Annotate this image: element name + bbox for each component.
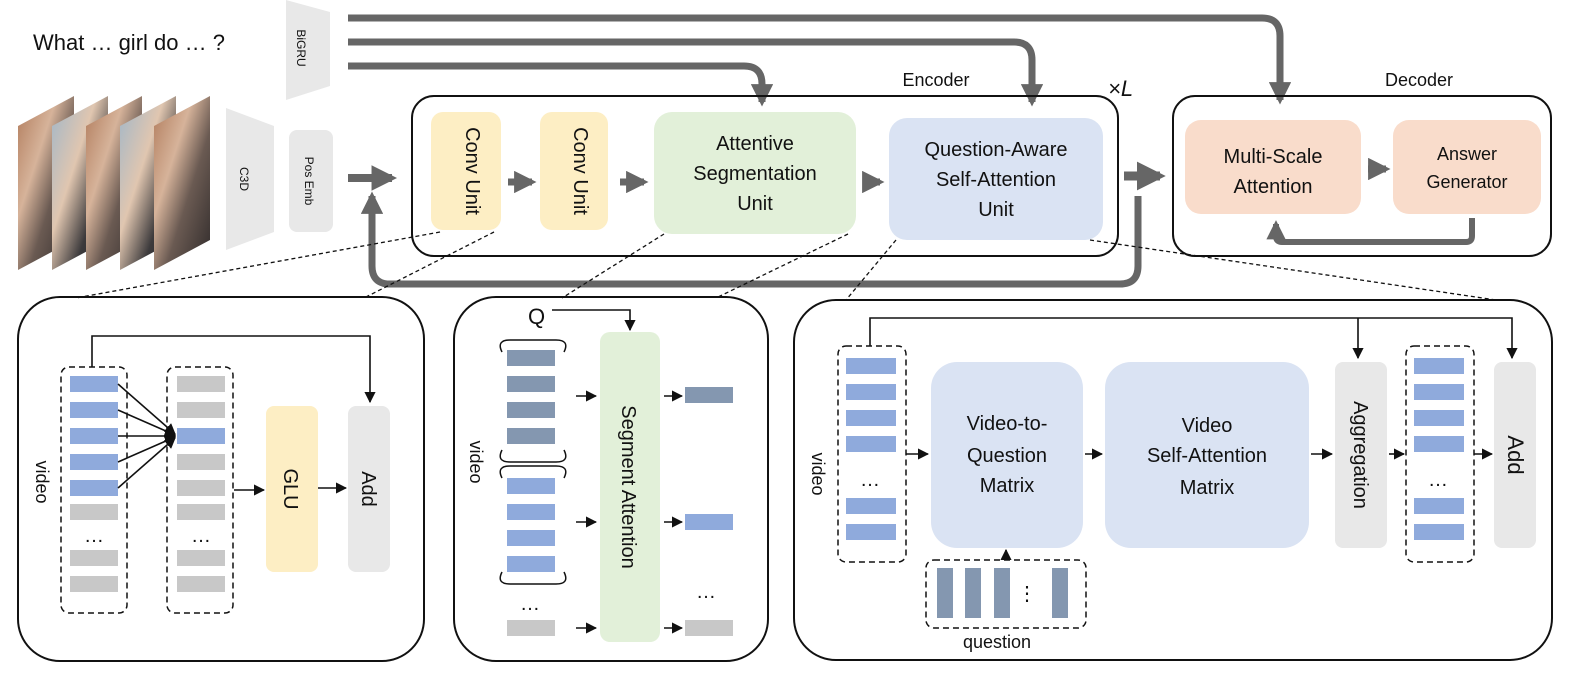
bigru-label: BiGRU bbox=[294, 29, 308, 66]
question-features bbox=[937, 568, 1068, 618]
segment-ellipsis-right: … bbox=[696, 581, 716, 603]
bigru-arrows bbox=[348, 14, 1292, 107]
segment-ellipsis-left: … bbox=[520, 593, 540, 615]
msa-line-2: Attention bbox=[1234, 176, 1313, 198]
vsa-line-3: Matrix bbox=[1180, 477, 1234, 499]
qa-line-2: Self-Attention bbox=[936, 169, 1056, 191]
ag-line-2: Generator bbox=[1426, 172, 1507, 192]
qa-ellipsis-right: … bbox=[1428, 469, 1448, 491]
segment-detail-panel bbox=[453, 296, 769, 662]
segment-brackets bbox=[499, 339, 567, 585]
decoder-box bbox=[1172, 95, 1552, 257]
bigru-block: BiGRU bbox=[286, 0, 330, 100]
pos-emb-label: Pos Emb bbox=[302, 157, 316, 206]
decoder-loop-arrow bbox=[1266, 218, 1475, 245]
vsa-line-1: Video bbox=[1182, 415, 1233, 437]
v2q-line-2: Question bbox=[967, 445, 1047, 467]
answer-generator: Answer Generator bbox=[1393, 120, 1541, 214]
qa-add-block: Add bbox=[1494, 362, 1536, 548]
conv-add-label: Add bbox=[357, 471, 379, 507]
asu-line-1: Attentive bbox=[716, 133, 794, 155]
conv-ellipsis-1: … bbox=[84, 525, 104, 547]
conv-video-label: video bbox=[32, 460, 52, 503]
qa-ellipsis-left: … bbox=[860, 469, 880, 491]
aggregation-label: Aggregation bbox=[1349, 401, 1371, 509]
question-label: question bbox=[963, 632, 1031, 652]
conv-ellipsis-2: … bbox=[191, 525, 211, 547]
zoom-lines bbox=[75, 231, 1497, 301]
v2q-line-1: Video-to- bbox=[967, 413, 1048, 435]
c3d-block: C3D bbox=[226, 108, 274, 250]
asu-line-2: Segmentation bbox=[693, 163, 816, 185]
question-aware-self-attention-unit: Question-Aware Self-Attention Unit bbox=[889, 118, 1103, 240]
question-text: What … girl do … ? bbox=[33, 30, 225, 55]
pos-emb-block: Pos Emb bbox=[289, 130, 333, 232]
conv-unit-2: Conv Unit bbox=[540, 112, 608, 230]
segment-output-features bbox=[685, 387, 733, 636]
c3d-label: C3D bbox=[237, 167, 251, 191]
qa-add-label: Add bbox=[1503, 435, 1528, 474]
conv-output-window bbox=[166, 366, 234, 614]
conv-residual-arrow bbox=[91, 335, 376, 404]
msa-line-1: Multi-Scale bbox=[1224, 146, 1323, 168]
qa-output-features bbox=[1414, 358, 1464, 540]
multi-scale-attention: Multi-Scale Attention bbox=[1185, 120, 1361, 214]
encoder-box bbox=[411, 95, 1119, 257]
qa-video-label: video bbox=[808, 452, 828, 495]
segment-attention-block: Segment Attention bbox=[600, 332, 660, 642]
v2q-line-3: Matrix bbox=[980, 475, 1034, 497]
vsa-line-2: Self-Attention bbox=[1147, 445, 1267, 467]
conv-input-features bbox=[70, 376, 118, 592]
segment-video-label: video bbox=[466, 440, 486, 483]
aggregation-block: Aggregation bbox=[1335, 362, 1387, 548]
video-to-question-matrix: Video-to- Question Matrix bbox=[931, 362, 1083, 548]
segment-out-arrows bbox=[664, 390, 684, 634]
video-frames bbox=[18, 96, 210, 270]
qa-line-3: Unit bbox=[978, 199, 1014, 221]
conv-unit-1-label: Conv Unit bbox=[461, 127, 483, 215]
video-self-attention-matrix: Video Self-Attention Matrix bbox=[1105, 362, 1309, 548]
qa-residual-arrow bbox=[869, 317, 1518, 360]
conv-kernel-arrows bbox=[117, 383, 177, 489]
question-ellipsis: ⋮ bbox=[1017, 583, 1037, 605]
q-label: Q bbox=[528, 304, 545, 329]
segment-features bbox=[507, 350, 555, 636]
decoder-title: Decoder bbox=[1385, 70, 1453, 90]
conv-input-window bbox=[60, 366, 128, 614]
conv-add-block: Add bbox=[348, 406, 390, 572]
segment-attention-label: Segment Attention bbox=[617, 405, 639, 568]
repeat-label: ×L bbox=[1108, 76, 1133, 101]
qa-detail-panel bbox=[793, 299, 1553, 661]
qa-video-features bbox=[846, 358, 896, 540]
attentive-segmentation-unit: Attentive Segmentation Unit bbox=[654, 112, 856, 234]
conv-output-features bbox=[177, 376, 225, 592]
encoder-title: Encoder bbox=[902, 70, 969, 90]
conv-unit-2-label: Conv Unit bbox=[569, 127, 591, 215]
ag-line-1: Answer bbox=[1437, 144, 1497, 164]
q-arrow bbox=[552, 309, 636, 332]
qa-line-1: Question-Aware bbox=[924, 139, 1067, 161]
glu-label: GLU bbox=[279, 468, 301, 509]
asu-line-3: Unit bbox=[737, 193, 773, 215]
repeat-loop-arrow bbox=[360, 191, 1142, 288]
segment-in-arrows bbox=[576, 390, 598, 634]
conv-detail-panel bbox=[17, 296, 425, 662]
glu-block: GLU bbox=[266, 406, 318, 572]
conv-unit-1: Conv Unit bbox=[431, 112, 501, 230]
